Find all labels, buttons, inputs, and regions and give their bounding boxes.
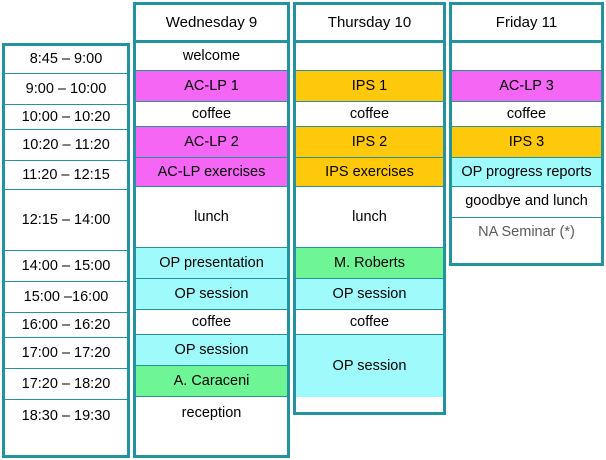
time-cell: 9:00 – 10:00 bbox=[5, 74, 127, 105]
session-cell[interactable]: AC-LP 2 bbox=[136, 127, 287, 158]
session-cell[interactable]: OP session bbox=[136, 279, 287, 310]
session-cell[interactable]: IPS exercises bbox=[296, 158, 443, 187]
time-cell: 17:00 – 17:20 bbox=[5, 338, 127, 369]
session-cell[interactable]: goodbye and lunch bbox=[452, 187, 601, 218]
time-cell: 16:00 – 16:20 bbox=[5, 313, 127, 338]
session-cell[interactable]: lunch bbox=[296, 187, 443, 248]
empty-cell bbox=[296, 43, 443, 71]
session-cell[interactable]: AC-LP exercises bbox=[136, 158, 287, 187]
session-cell[interactable]: AC-LP 1 bbox=[136, 71, 287, 102]
session-cell[interactable]: OP session bbox=[296, 279, 443, 310]
time-cell: 10:20 – 11:20 bbox=[5, 130, 127, 161]
time-column: 8:45 – 9:00 9:00 – 10:00 10:00 – 10:20 1… bbox=[2, 43, 130, 458]
time-cell: 8:45 – 9:00 bbox=[5, 46, 127, 74]
day-header-wednesday: Wednesday 9 bbox=[136, 5, 287, 43]
session-cell[interactable]: IPS 3 bbox=[452, 127, 601, 158]
session-cell[interactable]: M. Roberts bbox=[296, 248, 443, 279]
column-wednesday: Wednesday 9 welcome AC-LP 1 coffee AC-LP… bbox=[133, 2, 290, 458]
time-cell: 12:15 – 14:00 bbox=[5, 190, 127, 251]
column-friday: Friday 11 AC-LP 3 coffee IPS 3 OP progre… bbox=[449, 2, 604, 266]
session-cell[interactable]: coffee bbox=[452, 102, 601, 127]
time-cell: 17:20 – 18:20 bbox=[5, 369, 127, 400]
time-cell: 15:00 –16:00 bbox=[5, 282, 127, 313]
time-cell: 18:30 – 19:30 bbox=[5, 400, 127, 432]
column-thursday: Thursday 10 IPS 1 coffee IPS 2 IPS exerc… bbox=[293, 2, 446, 415]
session-cell[interactable]: OP presentation bbox=[136, 248, 287, 279]
day-header-friday: Friday 11 bbox=[452, 5, 601, 43]
session-cell[interactable]: OP session bbox=[296, 335, 443, 397]
session-cell[interactable]: IPS 2 bbox=[296, 127, 443, 158]
session-cell[interactable]: coffee bbox=[296, 310, 443, 335]
session-cell[interactable]: coffee bbox=[136, 310, 287, 335]
empty-cell bbox=[452, 43, 601, 71]
time-cell: 14:00 – 15:00 bbox=[5, 251, 127, 282]
session-cell[interactable]: welcome bbox=[136, 43, 287, 71]
session-cell[interactable]: coffee bbox=[296, 102, 443, 127]
time-cell: 11:20 – 12:15 bbox=[5, 161, 127, 190]
session-cell[interactable]: OP session bbox=[136, 335, 287, 366]
session-cell[interactable]: lunch bbox=[136, 187, 287, 248]
session-cell[interactable]: A. Caraceni bbox=[136, 366, 287, 397]
session-cell[interactable]: IPS 1 bbox=[296, 71, 443, 102]
time-cell: 10:00 – 10:20 bbox=[5, 105, 127, 130]
day-header-thursday: Thursday 10 bbox=[296, 5, 443, 43]
session-cell[interactable]: coffee bbox=[136, 102, 287, 127]
session-cell[interactable]: OP progress reports bbox=[452, 158, 601, 187]
session-cell-na-seminar[interactable]: NA Seminar (*) bbox=[452, 217, 601, 248]
session-cell[interactable]: reception bbox=[136, 397, 287, 429]
session-cell[interactable]: AC-LP 3 bbox=[452, 71, 601, 102]
